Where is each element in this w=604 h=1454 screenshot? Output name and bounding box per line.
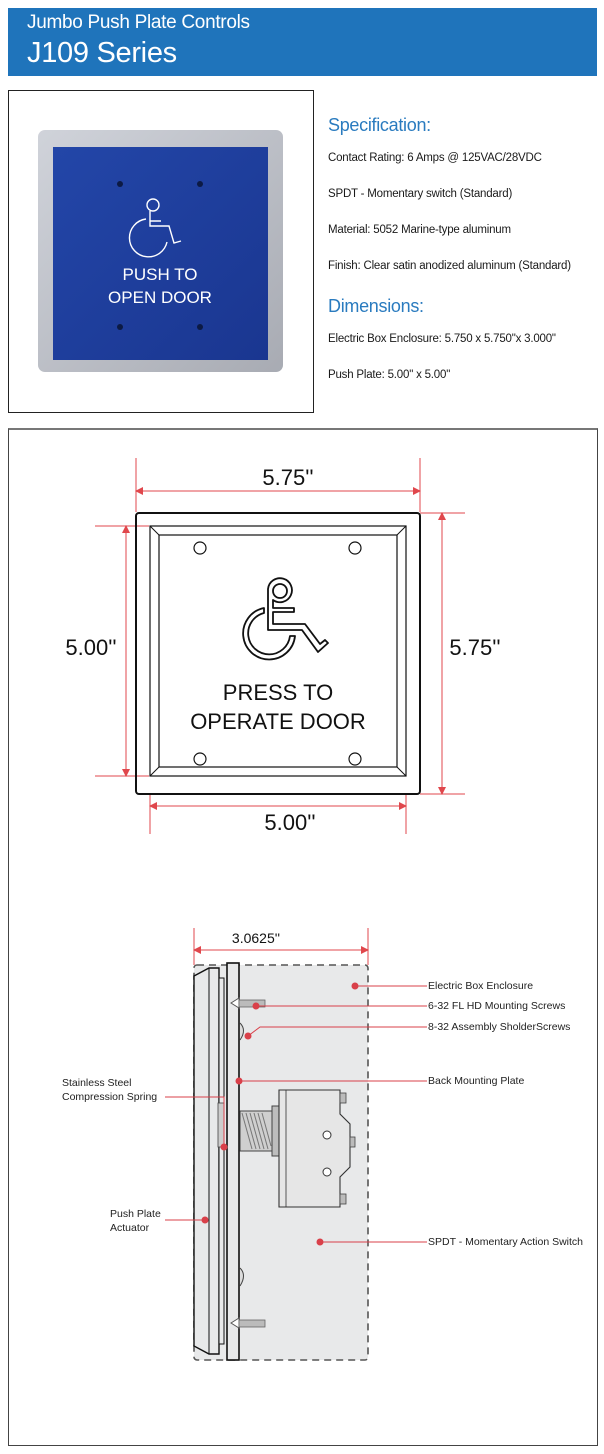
- spdt-switch: [278, 1089, 351, 1208]
- plate-text-line2: OPEN DOOR: [108, 288, 212, 307]
- front-view-drawing: PRESS TO OPERATE DOOR 5.75'' 5.00'' 5.75…: [65, 458, 501, 835]
- wheelchair-accessibility-icon: [242, 577, 329, 661]
- compression-spring: [217, 1102, 225, 1148]
- drawing-plate-text-line2: OPERATE DOOR: [190, 709, 366, 734]
- drawing-plate-text-line1: PRESS TO: [223, 680, 333, 705]
- header-title: J109 Series: [27, 37, 177, 69]
- dim-right-height: 5.75'': [449, 635, 500, 660]
- back-mounting-plate: [226, 962, 240, 1361]
- spec-item: Material: 5052 Marine-type aluminum: [328, 224, 511, 236]
- side-view-drawing: 3.0625'': [165, 928, 427, 1361]
- callout-line: Stainless Steel: [62, 1077, 132, 1089]
- push-plate-actuator: [193, 967, 220, 1355]
- spec-item: SPDT - Momentary switch (Standard): [328, 188, 513, 200]
- technical-drawing-panel: PRESS TO OPERATE DOOR 5.75'' 5.00'' 5.75…: [8, 428, 598, 1446]
- product-photo: PUSH TO OPEN DOOR: [8, 90, 314, 413]
- specification-section: Specification: Contact Rating: 6 Amps @ …: [328, 115, 598, 403]
- header-subtitle: Jumbo Push Plate Controls: [27, 12, 250, 33]
- blue-plate: [53, 147, 268, 360]
- callout-shoulder-screws: 8-32 Assembly SholderScrews: [428, 1021, 571, 1033]
- callout-mounting-screws: 6-32 FL HD Mounting Screws: [428, 1000, 566, 1012]
- dim-depth: 3.0625'': [232, 930, 280, 946]
- callout-compression-spring: Stainless Steel Compression Spring: [62, 1076, 157, 1104]
- dim-left-height: 5.00'': [65, 635, 116, 660]
- callout-electric-box-enclosure: Electric Box Enclosure: [428, 980, 534, 992]
- callout-push-plate-actuator: Push Plate Actuator: [110, 1207, 161, 1235]
- dim-top-width: 5.75'': [262, 465, 313, 490]
- dimensions-heading: Dimensions:: [328, 296, 424, 316]
- dimension-item: Electric Box Enclosure: 5.750 x 5.750"x …: [328, 333, 556, 345]
- plate-text-line1: PUSH TO: [123, 265, 198, 284]
- page-header: Jumbo Push Plate Controls J109 Series: [8, 8, 597, 76]
- mounting-screws: [230, 997, 266, 1329]
- spec-item: Contact Rating: 6 Amps @ 125VAC/28VDC: [328, 152, 542, 164]
- dim-bottom-width: 5.00'': [264, 810, 315, 835]
- callout-line: Actuator: [110, 1222, 150, 1234]
- callout-line: Push Plate: [110, 1208, 161, 1220]
- callout-back-mounting-plate: Back Mounting Plate: [428, 1075, 525, 1087]
- callout-spdt-switch: SPDT - Momentary Action Switch: [428, 1236, 584, 1248]
- callout-line: Compression Spring: [62, 1091, 158, 1103]
- callout-dots: [201, 982, 359, 1246]
- wheelchair-accessibility-icon: [128, 198, 182, 258]
- dimension-item: Push Plate: 5.00" x 5.00": [328, 369, 451, 381]
- spec-item: Finish: Clear satin anodized aluminum (S…: [328, 260, 571, 272]
- specification-heading: Specification:: [328, 115, 431, 135]
